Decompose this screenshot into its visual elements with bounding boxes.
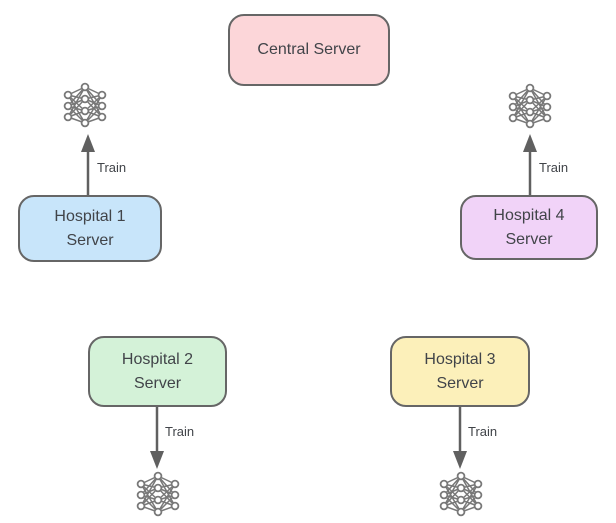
train-arrow-down	[149, 407, 165, 469]
neural-network-icon	[60, 82, 110, 128]
node-label: Central Server	[257, 41, 361, 58]
train-arrow-up	[80, 134, 96, 196]
node-label-line2: Server	[66, 231, 114, 249]
neural-network-icon	[436, 471, 486, 517]
node-label-line1: Hospital 3	[424, 350, 496, 368]
node-hospital-1-server: Hospital 1 Server	[18, 195, 162, 262]
node-hospital-4-server: Hospital 4 Server	[460, 195, 598, 260]
node-label-line1: Hospital 2	[121, 350, 194, 368]
neural-network-icon	[505, 83, 555, 129]
train-edge-label: Train	[539, 160, 569, 175]
node-hospital-2-server: Hospital 2 Server	[88, 336, 227, 407]
node-label-line1: Hospital 4	[493, 206, 565, 224]
train-edge-label: Train	[97, 160, 127, 175]
node-label-line2: Server	[505, 230, 553, 248]
node-hospital-3-server: Hospital 3 Server	[390, 336, 530, 407]
train-edge-label: Train	[468, 424, 498, 439]
node-label-line2: Server	[436, 374, 484, 392]
train-arrow-up	[522, 134, 538, 196]
node-central-server: Central Server	[228, 14, 390, 86]
node-label-line2: Server	[133, 374, 182, 392]
node-label-line1: Hospital 1	[54, 207, 126, 225]
train-edge-label: Train	[165, 424, 195, 439]
train-arrow-down	[452, 407, 468, 469]
neural-network-icon	[133, 471, 183, 517]
